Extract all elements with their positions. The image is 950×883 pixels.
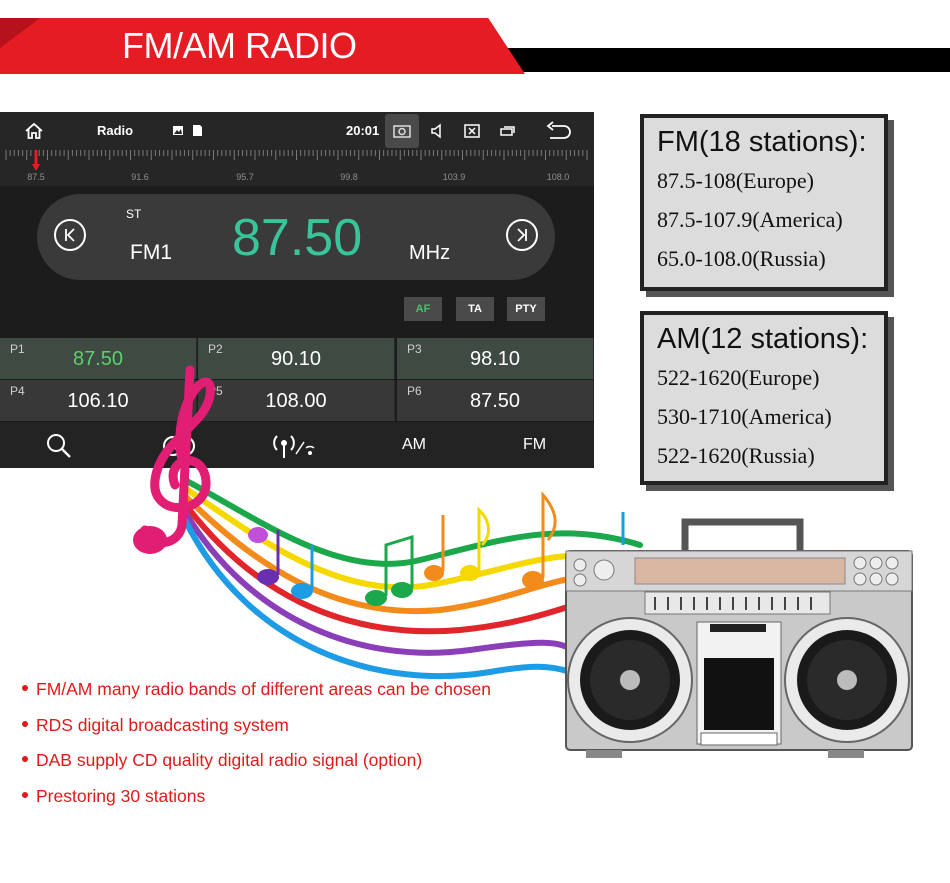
af-button[interactable]: AF	[404, 297, 442, 321]
band-label: FM1	[130, 241, 172, 264]
frequency-unit: MHz	[409, 242, 451, 264]
preset-frequency: 98.10	[469, 348, 521, 370]
bullet-icon	[22, 721, 28, 728]
scale-ticks	[5, 150, 588, 160]
am-button[interactable]: AM	[402, 436, 426, 453]
fm-range-europe: 87.5-108(Europe)	[657, 168, 815, 193]
scale-label: 91.6	[131, 172, 149, 182]
stereo-indicator: ST	[126, 207, 142, 221]
next-icon	[517, 228, 527, 242]
feature-text: DAB supply CD quality digital radio sign…	[36, 750, 423, 770]
camera-icon	[393, 125, 411, 138]
bullet-icon	[22, 756, 28, 763]
seek-up-button[interactable]	[506, 219, 538, 251]
window-icon[interactable]	[497, 121, 517, 141]
feature-text: RDS digital broadcasting system	[36, 715, 289, 735]
fm-range-america: 87.5-107.9(America)	[657, 207, 843, 232]
preset-frequency: 106.10	[67, 390, 129, 412]
banner-stripe	[470, 48, 950, 72]
clock: 20:01	[346, 123, 380, 138]
preset-number: P4	[10, 384, 25, 398]
preset-frequency: 108.00	[265, 390, 327, 412]
preset-button[interactable]: P2 90.10	[198, 338, 395, 379]
preset-number: P6	[407, 384, 422, 398]
am-range-europe: 522-1620(Europe)	[657, 365, 820, 390]
app-title: Radio	[97, 123, 134, 138]
broadcast-icon[interactable]	[272, 432, 318, 460]
fm-range-russia: 65.0-108.0(Russia)	[657, 246, 826, 271]
pty-button[interactable]: PTY	[507, 297, 545, 321]
feature-text: FM/AM many radio bands of different area…	[36, 679, 491, 699]
page-title: FM/AM RADIO	[122, 25, 357, 66]
scale-label: 87.5	[27, 172, 45, 182]
frequency-display: ST FM1 87.50 MHz	[37, 194, 555, 280]
preset-number: P1	[10, 342, 25, 356]
close-screen-icon[interactable]	[462, 121, 482, 141]
home-icon[interactable]	[24, 121, 44, 141]
ta-button[interactable]: TA	[456, 297, 494, 321]
search-icon[interactable]	[45, 432, 73, 460]
bottom-bar: AM FM	[0, 422, 594, 468]
screenshot-button[interactable]	[385, 114, 419, 148]
status-bar: Radio 20:01	[0, 112, 594, 150]
feature-item: RDS digital broadcasting system	[22, 715, 289, 736]
bullet-icon	[22, 792, 28, 799]
preset-button[interactable]: P4 106.10	[0, 380, 197, 421]
scale-label: 95.7	[236, 172, 254, 182]
am-range-russia: 522-1620(Russia)	[657, 443, 815, 468]
previous-icon	[65, 228, 75, 242]
scale-label: 103.9	[442, 172, 466, 182]
radio-screen: Radio 20:01 87.5 91.6	[0, 112, 594, 468]
fm-stations-title: FM(18 stations):	[657, 126, 867, 158]
feature-item: DAB supply CD quality digital radio sign…	[22, 750, 422, 771]
preset-frequency: 90.10	[270, 348, 322, 370]
frequency-value: 87.50	[232, 209, 363, 267]
preset-button[interactable]: P5 108.00	[198, 380, 395, 421]
bullet-icon	[22, 685, 28, 692]
banner-ribbon	[0, 18, 525, 74]
back-icon[interactable]	[544, 121, 572, 141]
am-stations-box: AM(12 stations): 522-1620(Europe) 530-17…	[640, 311, 888, 485]
fm-button[interactable]: FM	[523, 436, 547, 453]
fm-stations-box: FM(18 stations): 87.5-108(Europe) 87.5-1…	[640, 114, 888, 291]
feature-item: Prestoring 30 stations	[22, 786, 205, 807]
am-stations-title: AM(12 stations):	[657, 323, 869, 355]
preset-number: P2	[208, 342, 223, 356]
preset-number: P3	[407, 342, 422, 356]
preset-button[interactable]: P1 87.50	[0, 338, 197, 379]
feature-text: Prestoring 30 stations	[36, 786, 206, 806]
volume-icon[interactable]	[428, 121, 448, 141]
sd-card-icon	[193, 125, 202, 136]
seek-down-button[interactable]	[54, 219, 86, 251]
image-icon	[173, 126, 183, 135]
preset-button[interactable]: P6 87.50	[397, 380, 594, 421]
scale-label: 108.0	[546, 172, 570, 182]
scale-label: 99.8	[340, 172, 358, 182]
tuning-scale[interactable]: 87.5 91.6 95.7 99.8 103.9 108.0	[0, 150, 594, 186]
am-range-america: 530-1710(America)	[657, 404, 832, 429]
preset-frequency: 87.50	[469, 390, 521, 412]
preset-button[interactable]: P3 98.10	[397, 338, 594, 379]
tuning-marker[interactable]	[31, 150, 41, 172]
feature-item: FM/AM many radio bands of different area…	[22, 679, 491, 700]
preset-frequency: 87.50	[72, 348, 124, 370]
